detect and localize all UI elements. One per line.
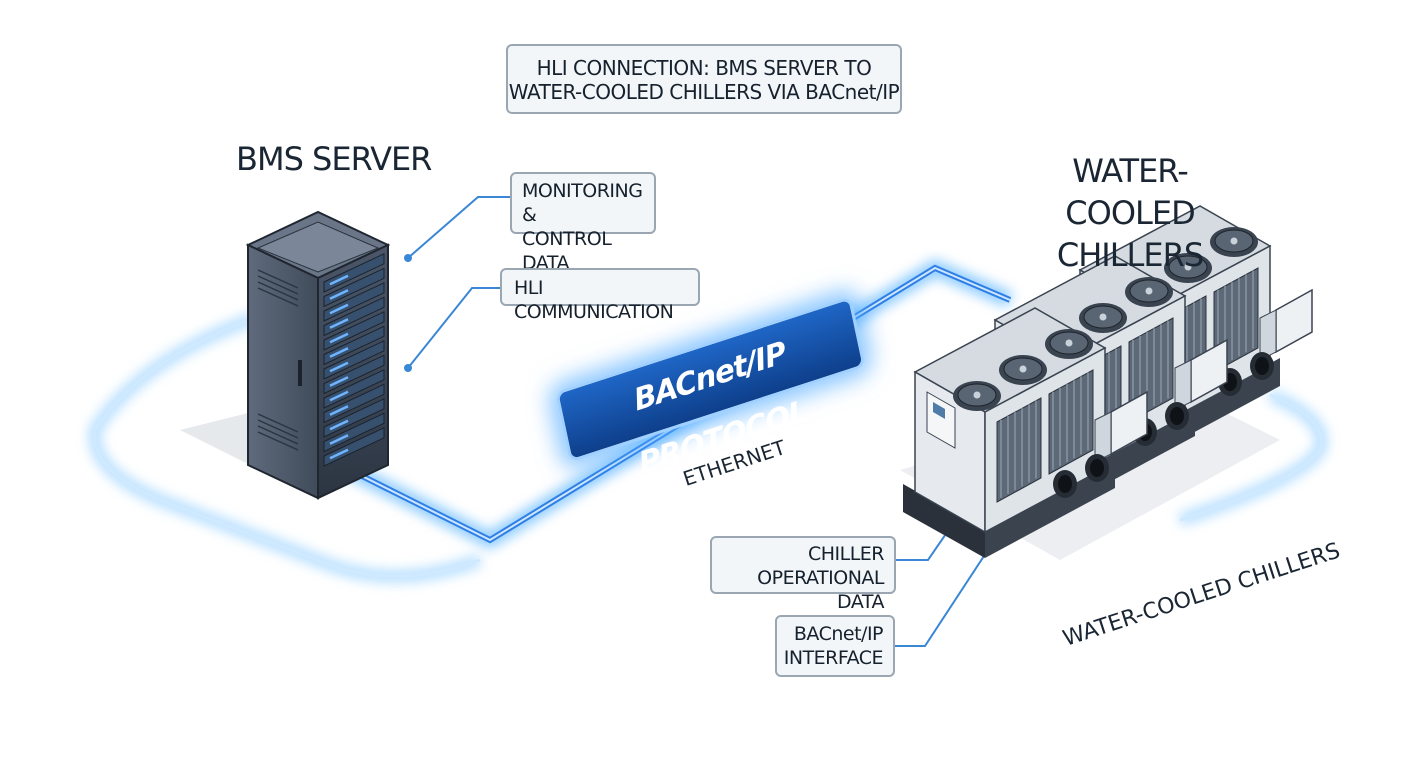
- server-unit: [323, 354, 385, 395]
- chiller-interface-box-side: [1174, 359, 1192, 411]
- server-led: [329, 347, 349, 358]
- chiller-pipe-opening: [1255, 357, 1269, 375]
- chiller-display: [933, 402, 945, 419]
- leader-dot-hli: [404, 364, 412, 372]
- server-led: [329, 419, 349, 431]
- server-unit: [323, 398, 385, 438]
- callout-chiller-line-1: CHILLER: [807, 543, 885, 565]
- chiller-fan-hub: [1099, 313, 1107, 321]
- chiller-pipe-opening: [1090, 459, 1104, 477]
- chillers-title-line-1: WATER-COOLED: [1065, 152, 1195, 232]
- server-unit: [323, 427, 385, 467]
- chiller-pipe-opening: [1170, 407, 1184, 425]
- server-led: [329, 303, 349, 315]
- title-line-2: WATER-COOLED CHILLERS VIA BACnet/IP: [508, 80, 900, 104]
- server-unit: [323, 296, 385, 337]
- water-cooled-chillers: [903, 205, 1313, 558]
- chiller-fan-hub: [1065, 339, 1073, 347]
- chillers-title-line-2: CHILLERS: [1056, 236, 1204, 274]
- server-unit: [323, 267, 385, 308]
- callout-chiller-data: CHILLER OPERATIONAL DATA: [710, 536, 896, 613]
- server-led: [329, 332, 349, 344]
- server-unit: [323, 369, 385, 409]
- glow-loop: [88, 312, 1328, 583]
- server-led: [329, 289, 349, 300]
- chiller-fan-hub: [1019, 365, 1027, 373]
- server-led: [329, 318, 349, 329]
- server-unit: [323, 340, 385, 380]
- server-led: [329, 448, 349, 460]
- server-unit: [323, 412, 385, 453]
- callout-interface-line-1: BACnet/IP: [793, 623, 884, 645]
- server-led: [329, 274, 349, 286]
- chiller-fan-hub: [1145, 287, 1153, 295]
- server-led: [329, 434, 349, 445]
- chiller-unit: [903, 307, 1148, 558]
- callout-monitoring-line-1: MONITORING &: [522, 180, 643, 226]
- server-led: [329, 405, 349, 416]
- server-unit: [323, 282, 385, 322]
- chiller-base-side: [985, 460, 1115, 558]
- chiller-interface-box-side: [1259, 309, 1277, 361]
- callout-interface-line-2: INTERFACE: [783, 647, 884, 669]
- callout-chiller-line-2: OPERATIONAL DATA: [757, 567, 884, 613]
- server-led: [329, 376, 349, 387]
- callout-hli-communication: HLI COMMUNICATION: [500, 268, 700, 323]
- server-led: [329, 361, 349, 373]
- server-unit: [323, 253, 385, 293]
- callout-bacnet-interface: BACnet/IP INTERFACE: [775, 615, 895, 677]
- server-led: [329, 390, 349, 402]
- chiller-pipe-opening: [1058, 475, 1072, 493]
- server-unit: [323, 383, 385, 424]
- server-unit: [323, 325, 385, 366]
- chiller-interface-box: [1275, 288, 1313, 354]
- server-units: [323, 253, 385, 467]
- chiller-fan-hub: [1184, 263, 1192, 271]
- chiller-base: [903, 484, 985, 558]
- chiller-interface-box-side: [1094, 411, 1112, 463]
- diagram-title: HLI CONNECTION: BMS SERVER TO WATER-COOL…: [506, 44, 902, 114]
- chiller-fan-hub: [1230, 237, 1238, 245]
- bms-server-title: BMS SERVER: [236, 140, 432, 178]
- chillers-title: WATER-COOLED CHILLERS: [1010, 150, 1250, 276]
- leader-dot-monitoring: [404, 254, 412, 262]
- server-unit: [323, 311, 385, 351]
- chiller-fan-hub: [973, 391, 981, 399]
- title-line-1: HLI CONNECTION: BMS SERVER TO: [536, 56, 872, 80]
- callout-monitoring-control: MONITORING & CONTROL DATA: [510, 172, 656, 274]
